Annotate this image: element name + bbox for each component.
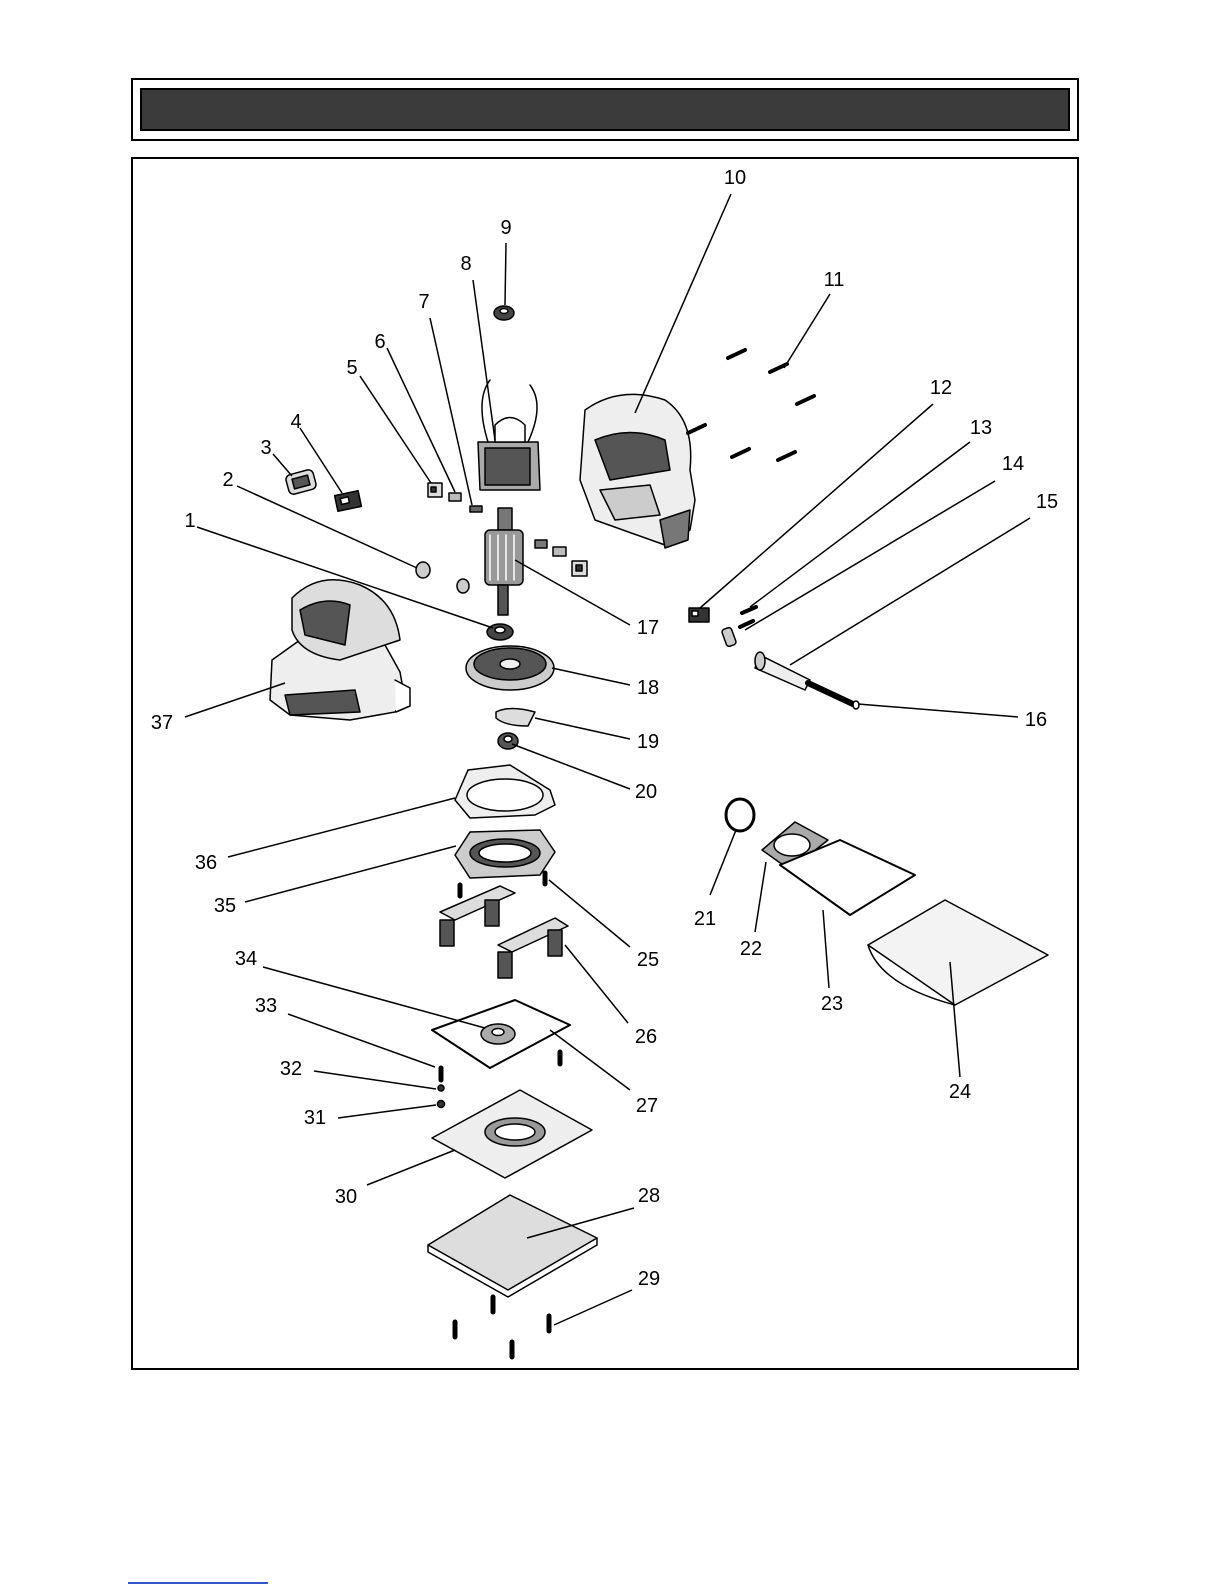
callout-5: 5 — [346, 357, 357, 379]
callout-13: 13 — [970, 417, 992, 439]
part-1-bearing — [487, 624, 513, 640]
footer-link-underline[interactable] — [128, 1582, 268, 1584]
callout-20: 20 — [635, 781, 657, 803]
callout-22: 22 — [740, 938, 762, 960]
callout-10: 10 — [724, 167, 746, 189]
callout-1: 1 — [184, 510, 195, 532]
callout-29: 29 — [638, 1268, 660, 1290]
callout-7: 7 — [418, 291, 429, 313]
callout-16: 16 — [1025, 709, 1047, 731]
callout-35: 35 — [214, 895, 236, 917]
callout-28: 28 — [638, 1185, 660, 1207]
part-31-nut — [438, 1101, 445, 1108]
callout-18: 18 — [637, 677, 659, 699]
callout-14: 14 — [1002, 453, 1024, 475]
part-9-bearing — [494, 306, 514, 320]
part-4-switch — [335, 491, 362, 512]
part-16-power-cord — [808, 683, 859, 709]
part-24-dust-bag — [868, 900, 1048, 1005]
part-35-base — [455, 830, 555, 878]
part-28-pad — [428, 1195, 597, 1297]
callout-11: 11 — [824, 269, 845, 291]
part-8-stator — [478, 380, 540, 490]
callout-32: 32 — [280, 1058, 302, 1080]
callout-33: 33 — [255, 995, 277, 1017]
part-32-washer — [438, 1085, 444, 1091]
part-7-spring — [470, 506, 482, 512]
callout-25: 25 — [637, 949, 659, 971]
part-26-feet — [440, 886, 568, 978]
callout-31: 31 — [304, 1107, 326, 1129]
part-5-brush-holder — [428, 483, 442, 497]
callout-34: 34 — [235, 948, 257, 970]
part-30-platen — [432, 1090, 592, 1178]
callout-4: 4 — [290, 411, 301, 433]
callout-26: 26 — [635, 1026, 657, 1048]
part-18-fan — [466, 646, 554, 690]
callout-2: 2 — [222, 469, 233, 491]
callout-21: 21 — [694, 908, 716, 930]
callout-37: 37 — [151, 712, 173, 734]
callout-30: 30 — [335, 1186, 357, 1208]
callout-8: 8 — [460, 253, 471, 275]
part-37-housing — [270, 580, 410, 720]
part-2-bushing — [416, 562, 469, 593]
part-36-dust-plate — [455, 765, 555, 818]
callout-17: 17 — [637, 617, 659, 639]
callout-36: 36 — [195, 852, 217, 874]
callout-23: 23 — [821, 993, 843, 1015]
part-13-clamp-screw — [742, 607, 756, 613]
part-brushes-right — [535, 540, 587, 576]
part-10-housing-half — [580, 394, 695, 548]
part-20-bearing — [498, 733, 518, 749]
callout-12: 12 — [930, 377, 952, 399]
callout-27: 27 — [636, 1095, 658, 1117]
part-33-screw — [441, 1052, 560, 1080]
part-34-damper-disc — [481, 1024, 515, 1044]
callout-6: 6 — [374, 331, 385, 353]
part-14-cord-clamp — [721, 621, 753, 647]
part-21-o-ring — [726, 799, 754, 831]
part-12-terminal — [689, 608, 709, 622]
callout-19: 19 — [637, 731, 659, 753]
part-11-screws — [688, 350, 814, 460]
callout-3: 3 — [260, 437, 271, 459]
part-29-screws — [455, 1297, 549, 1357]
part-6-brush — [449, 493, 461, 501]
callout-15: 15 — [1036, 491, 1058, 513]
callout-24: 24 — [949, 1081, 971, 1103]
callout-9: 9 — [500, 217, 511, 239]
part-19-counterweight — [496, 709, 535, 727]
